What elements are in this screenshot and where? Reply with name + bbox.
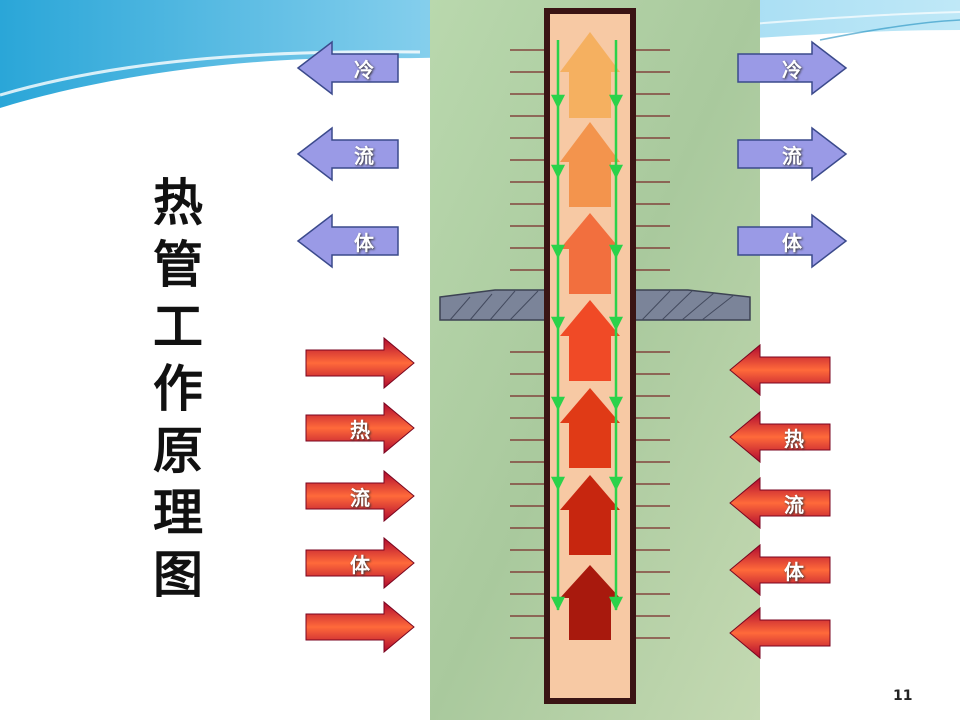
arrow-label: 冷	[782, 57, 802, 82]
arrow-label: 体	[782, 230, 802, 255]
hot-fluid-arrow-left	[304, 336, 416, 390]
condensate-flow	[550, 40, 624, 611]
heat-pipe-diagram	[430, 0, 760, 720]
arrow-label: 冷	[354, 57, 374, 82]
cold-fluid-arrow-left: 流	[296, 126, 400, 182]
hot-fluid-arrow-right: 流	[728, 476, 832, 530]
title-char: 理	[153, 484, 203, 542]
cold-fluid-arrow-right: 流	[736, 126, 848, 182]
hot-fluid-arrow-left: 体	[304, 536, 416, 590]
hot-fluid-arrow-right: 热	[728, 410, 832, 464]
title-char: 图	[153, 546, 203, 604]
partition-plate	[439, 289, 751, 321]
hot-fluid-arrow-left	[304, 600, 416, 654]
hot-fluid-arrow-left: 热	[304, 401, 416, 455]
arrow-label: 体	[784, 559, 804, 584]
hot-fluid-arrow-right	[728, 606, 832, 660]
title-char: 原	[153, 422, 203, 480]
title-char: 管	[153, 236, 203, 294]
cold-fluid-arrow-left: 体	[296, 213, 400, 269]
arrow-label: 流	[782, 143, 802, 168]
arrow-label: 体	[350, 552, 370, 577]
vapor-flow-arrows	[560, 32, 620, 640]
title-char: 作	[153, 360, 203, 418]
slide-title: 热 管 工 作 原 理 图	[150, 172, 206, 606]
cold-fluid-arrow-right: 冷	[736, 40, 848, 96]
title-char: 热	[153, 174, 203, 232]
arrow-label: 体	[354, 230, 374, 255]
fins	[510, 49, 670, 639]
title-char: 工	[153, 298, 203, 356]
arrow-label: 热	[350, 417, 370, 442]
cold-fluid-arrow-left: 冷	[296, 40, 400, 96]
arrow-label: 热	[784, 426, 804, 451]
page-number: 11	[893, 688, 913, 704]
hot-fluid-arrow-right	[728, 343, 832, 397]
cold-fluid-arrow-right: 体	[736, 213, 848, 269]
hot-fluid-arrow-left: 流	[304, 469, 416, 523]
hot-fluid-arrow-right: 体	[728, 543, 832, 597]
arrow-label: 流	[784, 492, 804, 517]
arrow-label: 流	[350, 485, 370, 510]
arrow-label: 流	[354, 143, 374, 168]
